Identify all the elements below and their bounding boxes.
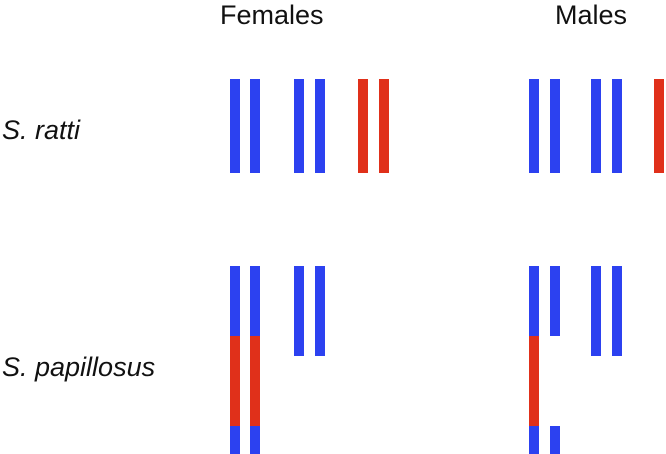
column-label-males: Males (555, 0, 628, 30)
row-label-s-ratti: S. ratti (2, 115, 81, 145)
chromosome-s-papillosus-males-2-segment-1-autosome (550, 266, 560, 336)
chromosome-s-ratti-males-5-segment-1-sex (654, 79, 664, 173)
chromosome-s-papillosus-females-4-segment-1-autosome (315, 266, 325, 356)
chromosome-s-ratti-males-2-segment-1-autosome (550, 79, 560, 173)
chromosome-s-papillosus-females-1-segment-3-autosome (230, 426, 240, 454)
chromosome-s-ratti-males-3-segment-1-autosome (591, 79, 601, 173)
chromosome-s-papillosus-females-2-segment-2-sex (250, 336, 260, 426)
chromosome-s-ratti-males-1-segment-1-autosome (529, 79, 539, 173)
chromosome-s-ratti-females-4-segment-1-autosome (315, 79, 325, 173)
chromosome-s-papillosus-females-2-segment-3-autosome (250, 426, 260, 454)
chromosome-s-papillosus-males-1-segment-3-autosome (529, 426, 539, 454)
chromosome-s-papillosus-females-2-segment-1-autosome (250, 266, 260, 336)
chromosome-s-ratti-males-4-segment-1-autosome (612, 79, 622, 173)
chromosome-s-papillosus-males-3-segment-1-autosome (591, 266, 601, 356)
chromosome-s-papillosus-males-1-segment-2-sex (529, 336, 539, 426)
panel-s-papillosus-males (529, 266, 622, 454)
chromosome-s-ratti-females-3-segment-1-autosome (294, 79, 304, 173)
chromosome-s-ratti-females-5-segment-1-sex (358, 79, 368, 173)
row-label-s-papillosus: S. papillosus (2, 352, 156, 382)
chromosome-s-ratti-females-1-segment-1-autosome (230, 79, 240, 173)
panel-s-papillosus-females (230, 266, 325, 454)
panel-s-ratti-females (230, 79, 389, 173)
chromosome-s-papillosus-males-4-segment-1-autosome (612, 266, 622, 356)
chromosome-s-papillosus-males-2-fragment-1-autosome (550, 426, 560, 454)
chromosome-s-ratti-females-2-segment-1-autosome (250, 79, 260, 173)
panel-s-ratti-males (529, 79, 664, 173)
chromosome-s-ratti-females-6-segment-1-sex (379, 79, 389, 173)
chromosome-s-papillosus-males-1-segment-1-autosome (529, 266, 539, 336)
chromosome-s-papillosus-females-3-segment-1-autosome (294, 266, 304, 356)
chromosome-s-papillosus-females-1-segment-2-sex (230, 336, 240, 426)
chromosome-s-papillosus-females-1-segment-1-autosome (230, 266, 240, 336)
column-label-females: Females (220, 0, 324, 30)
